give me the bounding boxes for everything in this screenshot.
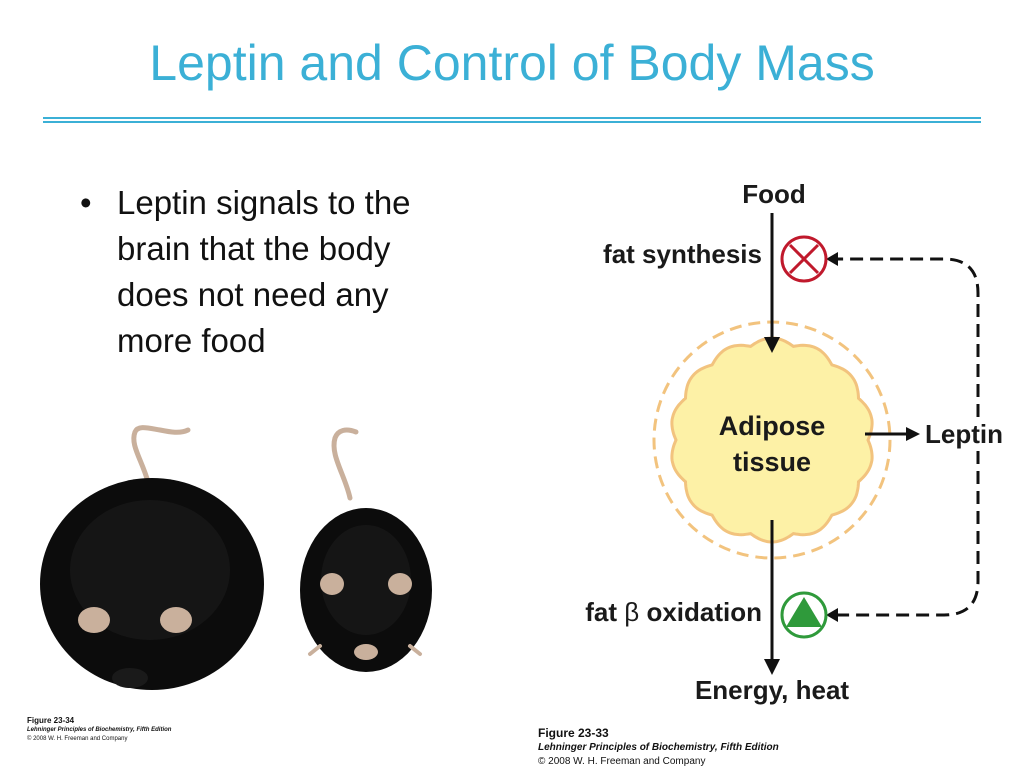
bullet-text: Leptin signals to the brain that the bod… [117,184,411,359]
lean-mouse-ear-left [320,573,344,595]
title-divider [43,117,981,119]
fat-synthesis-label: fat synthesis [603,239,762,269]
book-title-left: Lehninger Principles of Biochemistry, Fi… [27,727,172,733]
figure-caption-left: Figure 23-34 Lehninger Principles of Bio… [27,716,171,744]
bullet-item: • Leptin signals to the brain that the bo… [75,180,455,364]
energy-heat-label: Energy, heat [695,675,849,705]
book-title-right: Lehninger Principles of Biochemistry, Fi… [538,742,779,753]
lean-mouse-tail [331,427,359,501]
leptin-diagram: Food fat synthesis Adipose tissue Leptin… [585,179,1003,705]
copyright-right: © 2008 W. H. Freeman and Company [538,756,706,767]
bullet-list: • Leptin signals to the brain that the bo… [75,180,455,364]
fat-beta-prefix: fat [585,597,624,627]
inhibit-x-icon [780,235,828,283]
bullet-dot: • [80,184,92,221]
figure-number-left: Figure 23-34 [27,716,75,725]
title-divider-second [43,121,981,123]
fat-beta-suffix: oxidation [639,597,762,627]
copyright-left: © 2008 W. H. Freeman and Company [27,736,128,742]
fat-beta-oxidation-label: fat β oxidation [585,597,762,627]
figure-number-right: Figure 23-33 [538,726,609,740]
obese-mouse-ear-right [160,607,192,633]
beta-symbol: β [624,597,639,627]
adipose-label-line1: Adipose [719,411,826,441]
food-label: Food [742,179,806,209]
figure-caption-right: Figure 23-33 Lehninger Principles of Bio… [538,726,779,769]
leptin-label: Leptin [925,419,1003,449]
stimulate-triangle-icon [780,591,828,639]
obese-mouse-tail [131,425,191,485]
lean-mouse-ear-right [388,573,412,595]
adipose-tissue-blob [670,336,874,544]
feedback-dashed-loop [838,257,980,617]
page-title: Leptin and Control of Body Mass [149,35,875,91]
mice-photo [40,425,432,690]
adipose-label-line2: tissue [733,447,811,477]
obese-mouse-ear-left [78,607,110,633]
